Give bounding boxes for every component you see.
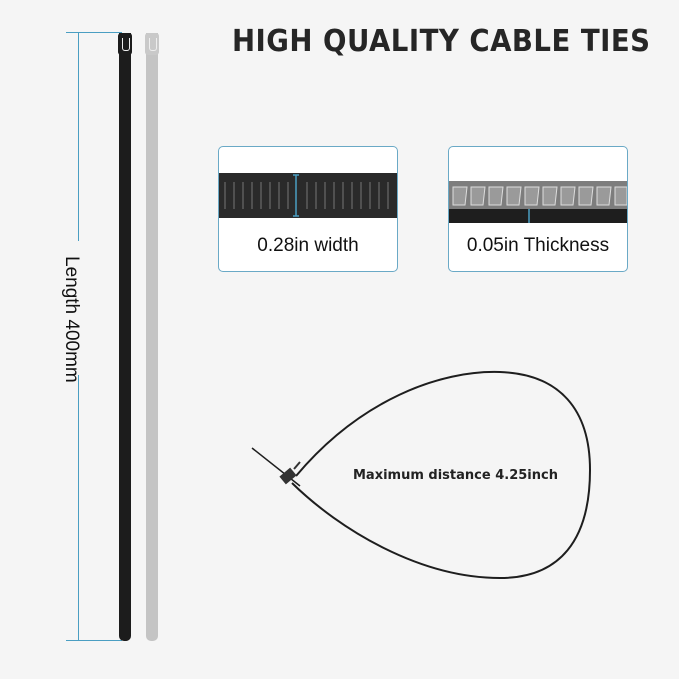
- page-title: HIGH QUALITY CABLE TIES: [232, 24, 651, 59]
- dimension-bottom-line: [66, 640, 122, 641]
- dimension-vertical-line-top: [78, 33, 79, 241]
- thickness-strip-icon: [449, 181, 627, 223]
- tie-head-icon: [145, 33, 159, 55]
- thickness-label: 0.05in Thickness: [466, 235, 610, 256]
- width-label: 0.28in width: [257, 235, 359, 256]
- width-strip-icon: [219, 173, 397, 218]
- dimension-top-line: [66, 32, 122, 33]
- max-distance-label: Maximum distance 4.25inch: [353, 468, 558, 483]
- white-cable-tie: [145, 33, 159, 641]
- dimension-vertical-line-bottom: [78, 375, 79, 640]
- tie-head-icon: [118, 33, 132, 55]
- black-cable-tie: [118, 33, 132, 641]
- thickness-card: 0.05in Thickness: [448, 146, 628, 272]
- width-card: 0.28in width: [218, 146, 398, 272]
